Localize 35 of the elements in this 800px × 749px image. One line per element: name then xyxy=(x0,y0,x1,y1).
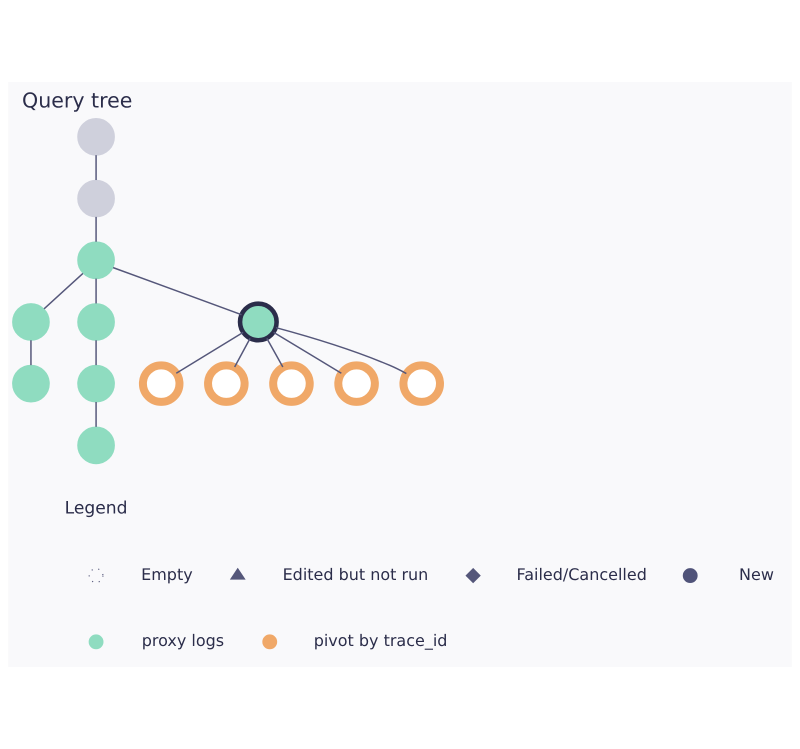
legend-label: proxy logs xyxy=(142,631,224,650)
node-circle xyxy=(399,361,444,406)
connector xyxy=(95,278,97,304)
connector xyxy=(44,272,84,310)
node-circle xyxy=(12,364,50,402)
label: Legend xyxy=(64,498,128,518)
connector xyxy=(95,216,97,242)
connector xyxy=(30,340,32,366)
node-circle xyxy=(77,118,115,156)
legend-label: Edited but not run xyxy=(282,564,428,584)
node-circle xyxy=(77,241,115,280)
node-circle xyxy=(269,361,314,406)
node-circle xyxy=(204,361,249,406)
diagram-title: Query tree xyxy=(22,88,132,113)
connector xyxy=(276,327,407,374)
connector xyxy=(95,402,97,427)
connector xyxy=(266,338,284,368)
connector xyxy=(176,332,244,374)
legend-label: New xyxy=(739,564,774,584)
node-circle xyxy=(12,303,50,341)
node-circle xyxy=(77,180,115,218)
legend-label: pivot by trace_id xyxy=(314,631,448,650)
legend-label: Failed/Cancelled xyxy=(516,564,647,584)
legend-label: Empty xyxy=(141,564,193,584)
node-circle xyxy=(334,361,379,406)
connector xyxy=(95,155,97,180)
node-circle xyxy=(138,361,184,406)
connector xyxy=(234,338,251,368)
node-circle xyxy=(77,303,115,341)
node-circle xyxy=(238,301,279,343)
connector xyxy=(273,332,342,374)
connector xyxy=(112,266,242,316)
node-circle xyxy=(77,364,115,402)
connector xyxy=(95,340,97,366)
node-circle xyxy=(77,426,115,464)
